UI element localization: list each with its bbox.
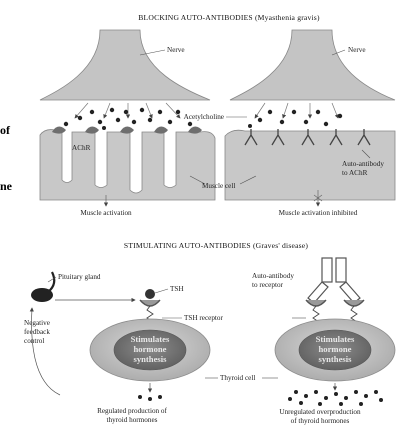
right-outcome-label: Muscle activation inhibited (279, 209, 358, 217)
right-tsh-receptor-1 (306, 300, 326, 306)
left-outcome-1: Regulated production of (97, 407, 167, 415)
tsh-molecule (145, 289, 155, 299)
thyroid-cell-label: Thyroid cell (220, 374, 255, 382)
edge-text-fragment-2: ne (0, 179, 13, 193)
right-outcome-1: Unregulated overproduction (279, 408, 361, 416)
right-hormone-dots (288, 390, 383, 406)
left-outcome-label: Muscle activation (80, 209, 132, 217)
right-auto-antibody (308, 258, 360, 303)
left-cell-text-2: hormone (134, 344, 167, 354)
feedback-label-3: control (24, 337, 44, 345)
bottom-panel-title: STIMULATING AUTO-ANTIBODIES (Graves' dis… (124, 241, 308, 250)
auto-antibody-receptor-2: to receptor (252, 281, 284, 289)
pituitary-label: Pituitary gland (58, 273, 101, 281)
left-cell-text-1: Stimulates (131, 334, 170, 344)
muscle-cell-label: Muscle cell (202, 182, 235, 190)
left-nerve-terminal (40, 30, 210, 100)
left-nerve-label: Nerve (167, 46, 185, 54)
auto-antibody-achr-label-1: Auto-antibody (342, 160, 384, 168)
feedback-label-1: Negative (24, 319, 50, 327)
top-panel-title: BLOCKING AUTO-ANTIBODIES (Myasthenia gra… (138, 13, 320, 22)
achr-label: AChR (72, 144, 91, 152)
auto-antibody-achr-label-2: to AChR (342, 169, 368, 177)
pituitary-gland (31, 272, 54, 302)
left-tsh-receptor (140, 300, 160, 306)
auto-antibody-receptor-1: Auto-antibody (252, 272, 294, 280)
left-hormone-dots (138, 395, 162, 401)
right-nerve-terminal (230, 30, 395, 100)
top-panel: BLOCKING AUTO-ANTIBODIES (Myasthenia gra… (40, 13, 395, 217)
acetylcholine-label: Acetylcholine (184, 113, 224, 121)
left-muscle-cell (40, 130, 215, 200)
tsh-label: TSH (170, 285, 184, 293)
right-outcome-2: of thyroid hormones (291, 417, 350, 425)
edge-text-fragment-1: of (0, 123, 11, 137)
right-cell-text-2: hormone (319, 344, 352, 354)
feedback-label-2: feedback (24, 328, 50, 336)
left-cell-text-3: synthesis (134, 354, 168, 364)
right-acetylcholine-dots (248, 110, 342, 128)
right-cell-text-3: synthesis (319, 354, 353, 364)
right-nerve-label: Nerve (348, 46, 366, 54)
left-outcome-2: thyroid hormones (107, 416, 158, 424)
tsh-receptor-label: TSH receptor (184, 314, 224, 322)
right-tsh-receptor-2 (344, 300, 364, 306)
bottom-panel: STIMULATING AUTO-ANTIBODIES (Graves' dis… (24, 241, 395, 425)
right-cell-text-1: Stimulates (316, 334, 355, 344)
